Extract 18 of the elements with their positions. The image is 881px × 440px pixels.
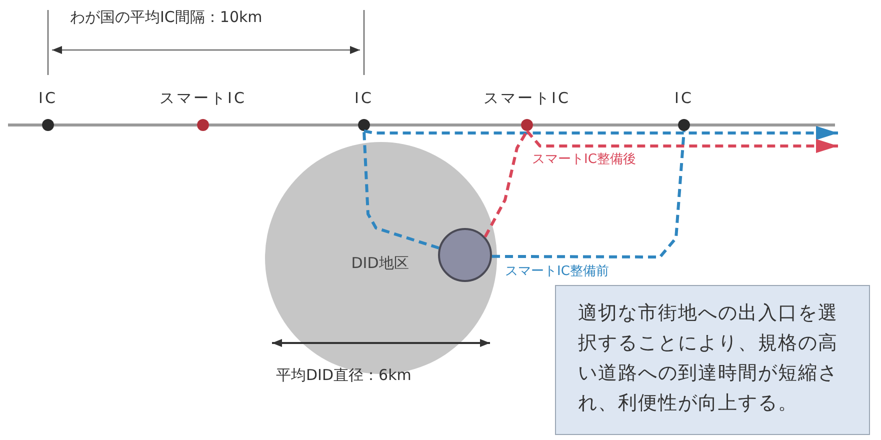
edge-label: スマートIC整備前 xyxy=(503,262,611,280)
route-arrow xyxy=(526,130,838,153)
road-line xyxy=(370,124,521,126)
route-arrow xyxy=(364,126,838,140)
road-line xyxy=(54,124,197,126)
edge-label: スマートIC整備後 xyxy=(530,150,638,168)
city-center-circle xyxy=(438,228,492,282)
road-line xyxy=(209,124,358,126)
interchange-label: IC xyxy=(674,89,694,107)
dimension-label: 平均DID直径：6km xyxy=(276,366,412,385)
interchange-label: IC xyxy=(354,89,374,107)
interchange-label: スマートIC xyxy=(482,89,572,108)
district-label: DID地区 xyxy=(350,254,410,273)
dimension-label: わが国の平均IC間隔：10km xyxy=(70,8,262,27)
note-box: 適切な市街地への出入口を選択することにより、規格の高い道路への到達時間が短縮され、利便性が向上する。 xyxy=(555,285,870,435)
interchange-label: IC xyxy=(38,89,58,107)
road-line xyxy=(533,124,678,126)
interchange-label: スマートIC xyxy=(158,89,248,108)
